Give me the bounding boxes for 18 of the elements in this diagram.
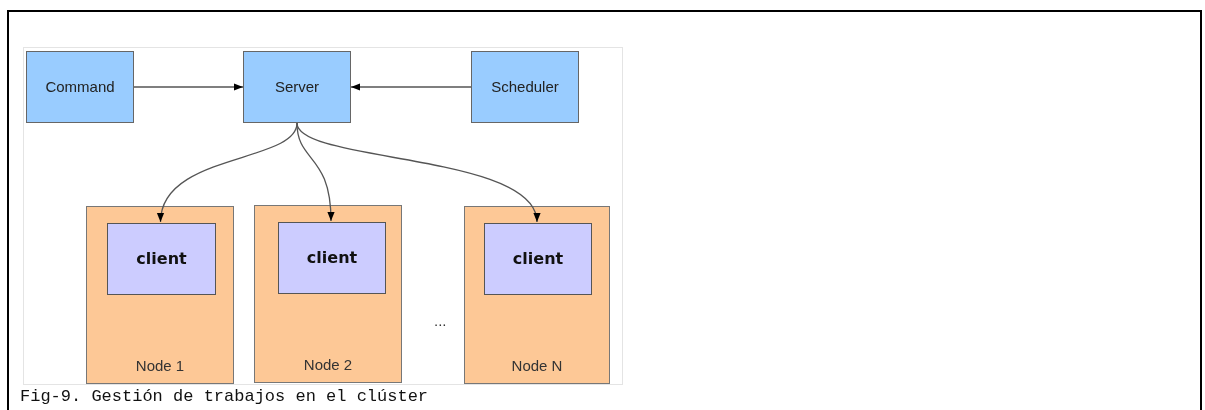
node-label: Node 1 [135,355,185,376]
arrow [350,83,472,91]
node-label: Node 2 [303,354,353,375]
arrow [296,122,335,222]
process-box: Command [26,51,134,123]
ellipsis-label: ... [434,311,447,331]
node-container [464,206,610,384]
figure-caption: Fig-9. Gestión de trabajos en el clúster [20,386,429,408]
node-container [86,206,234,384]
client-box: client [278,222,386,294]
node-container [254,205,402,383]
node-label: Node N [511,355,563,376]
client-box: client [484,223,592,295]
arrow [133,83,244,91]
process-box: Scheduler [471,51,579,123]
client-box: client [107,223,216,295]
process-box: Server [243,51,351,123]
arrow [296,122,538,223]
